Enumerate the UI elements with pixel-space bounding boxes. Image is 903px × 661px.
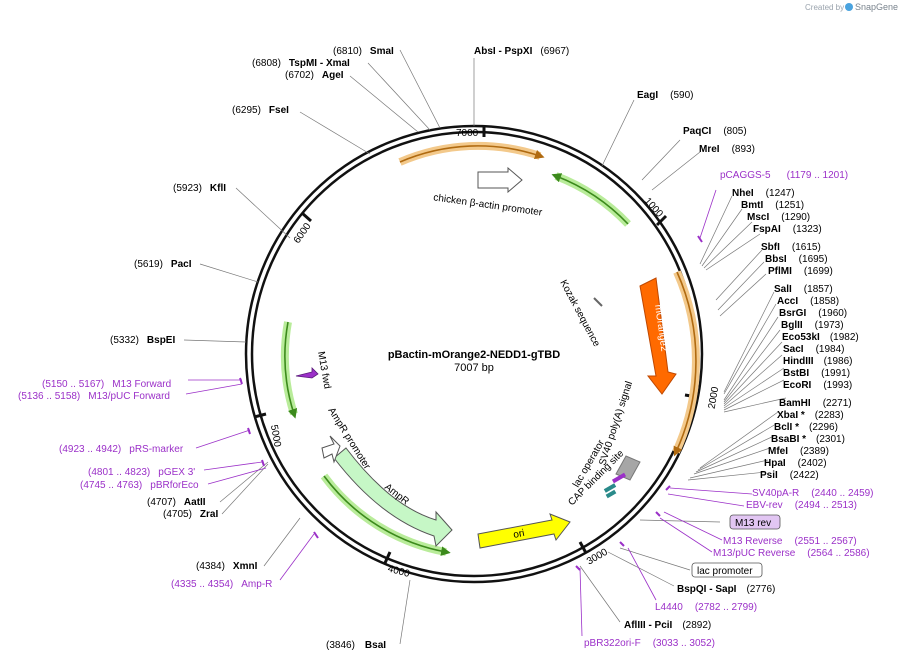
site-label[interactable]: HindIII(1986) [783,356,852,367]
leader-lines [183,49,787,645]
site-label[interactable]: AccI(1858) [777,296,839,307]
plasmid-name: pBactin-mOrange2-NEDD1-gTBD [388,349,560,361]
m13-fwd-label: M13 fwd [315,351,332,390]
tick-label: 5000 [268,424,283,448]
site-label[interactable]: (5332)BspEI [110,335,175,346]
chicken-promoter-label: chicken β-actin promoter [433,192,544,218]
site-label[interactable]: (6810)SmaI [333,46,394,57]
site-label[interactable]: (6808)TspMI - XmaI [252,58,350,69]
site-label[interactable]: BstBI(1991) [783,368,850,379]
primer-label[interactable]: (5150 .. 5167)M13 Forward [42,379,171,390]
primer-label[interactable]: EBV-rev(2494 .. 2513) [746,500,857,511]
site-label[interactable]: BsrGI(1960) [779,308,847,319]
ori-label: ori [512,528,525,541]
plasmid-length: 7007 bp [454,362,494,374]
tick-label: 7000 [456,128,479,139]
chicken-actin-promoter-line [399,145,545,163]
site-label[interactable]: XbaI *(2283) [777,410,844,421]
site-label[interactable]: PflMI(1699) [768,266,833,277]
primer-label[interactable]: M13/pUC Reverse(2564 .. 2586) [713,548,870,559]
morange2-feature[interactable] [639,277,677,395]
site-label[interactable]: (4705)ZraI [163,509,218,520]
insert-line [673,271,697,457]
site-label[interactable]: AbsI - PspXI(6967) [474,46,569,57]
site-label[interactable]: BmtI(1251) [741,200,804,211]
primer-label[interactable]: L4440(2782 .. 2799) [655,602,757,613]
site-label[interactable]: SbfI(1615) [761,242,821,253]
site-label[interactable]: (4707)AatII [147,497,206,508]
snapgene-logo-icon [845,3,853,11]
primer-leader-lines [185,189,753,637]
primer-label[interactable]: (4801 .. 4823)pGEX 3' [88,467,195,478]
ampr-promoter-arrow[interactable] [321,435,341,464]
lac-operator-feature[interactable] [611,472,627,484]
ori-feature[interactable] [477,513,571,549]
credit-text: Created by [805,3,844,12]
site-label[interactable]: SacI(1984) [783,344,844,355]
site-label[interactable]: BsaBI *(2301) [771,434,845,445]
site-label[interactable]: MreI(893) [699,144,755,155]
site-label[interactable]: (5619)PacI [134,259,192,270]
ampr-feature[interactable] [333,447,453,548]
promoter-arrow[interactable] [477,166,523,194]
primer-label[interactable]: pCAGGS-5(1179 .. 1201) [720,170,848,181]
site-label[interactable]: NheI(1247) [732,188,795,199]
site-label[interactable]: BamHI(2271) [779,398,852,409]
restriction-sites-left: (6810)SmaI (6808)TspMI - XmaI (6702)AgeI… [110,46,394,572]
site-label[interactable]: AflIII - PciI(2892) [624,620,711,631]
ampr-outer-line [323,475,451,556]
primer-label[interactable]: (5136 .. 5158)M13/pUC Forward [18,391,170,402]
cap-site-mark [605,489,617,499]
tick-label: 2000 [707,386,722,410]
primer-label[interactable]: (4335 .. 4354)Amp-R [171,579,272,590]
site-label[interactable]: SalI(1857) [774,284,833,295]
m13-region-line [284,321,298,419]
site-label[interactable]: MfeI(2389) [768,446,829,457]
restriction-sites-right: AbsI - PspXI(6967) EagI(590) PaqCI(805) … [326,46,859,651]
tick-marks [253,125,698,564]
site-label[interactable]: BspQI - SapI(2776) [677,584,775,595]
site-label[interactable]: (3846)BsaI [326,640,386,651]
m13-rev-label: M13 rev [735,518,771,529]
primer-label[interactable]: M13 Reverse(2551 .. 2567) [723,536,857,547]
primer-labels: pCAGGS-5(1179 .. 1201) SV40pA-R(2440 .. … [18,170,874,649]
m13-fwd-feature[interactable] [295,367,319,379]
primer-label[interactable]: pBR322ori-F(3033 .. 3052) [584,638,715,649]
lac-promoter-label: lac promoter [697,566,753,577]
primer-ticks [239,235,703,571]
credit-brand: SnapGene [855,2,898,12]
cap-site-feature[interactable] [603,483,617,493]
primer-label[interactable]: SV40pA-R(2440 .. 2459) [752,488,874,499]
site-label[interactable]: FspAI(1323) [753,224,822,235]
kozak-label: Kozak sequence [557,278,602,349]
site-label[interactable]: BbsI(1695) [765,254,828,265]
site-label[interactable]: EagI(590) [637,90,693,101]
site-label[interactable]: PaqCI(805) [683,126,747,137]
primer-label[interactable]: (4923 .. 4942)pRS-marker [59,444,184,455]
site-label[interactable]: MscI(1290) [747,212,810,223]
tick-label: 1000 [642,196,665,220]
primer-label[interactable]: (4745 .. 4763)pBRforEco [80,480,199,491]
site-label[interactable]: HpaI(2402) [764,458,827,469]
kozak-marker [593,297,603,307]
site-label[interactable]: (5923)KflI [173,183,226,194]
site-label[interactable]: EcoRI(1993) [783,380,852,391]
enhancer-line [551,173,629,225]
m13-rev-box[interactable]: M13 rev [729,514,781,530]
lac-promoter-box[interactable]: lac promoter [691,562,763,578]
site-label[interactable]: BglII(1973) [781,320,844,331]
site-label[interactable]: (6295)FseI [232,105,289,116]
site-label[interactable]: Eco53kI(1982) [782,332,859,343]
site-label[interactable]: (6702)AgeI [285,70,344,81]
site-label[interactable]: (4384)XmnI [196,561,258,572]
site-label[interactable]: BclI *(2296) [774,422,838,433]
site-label[interactable]: PsiI(2422) [760,470,819,481]
